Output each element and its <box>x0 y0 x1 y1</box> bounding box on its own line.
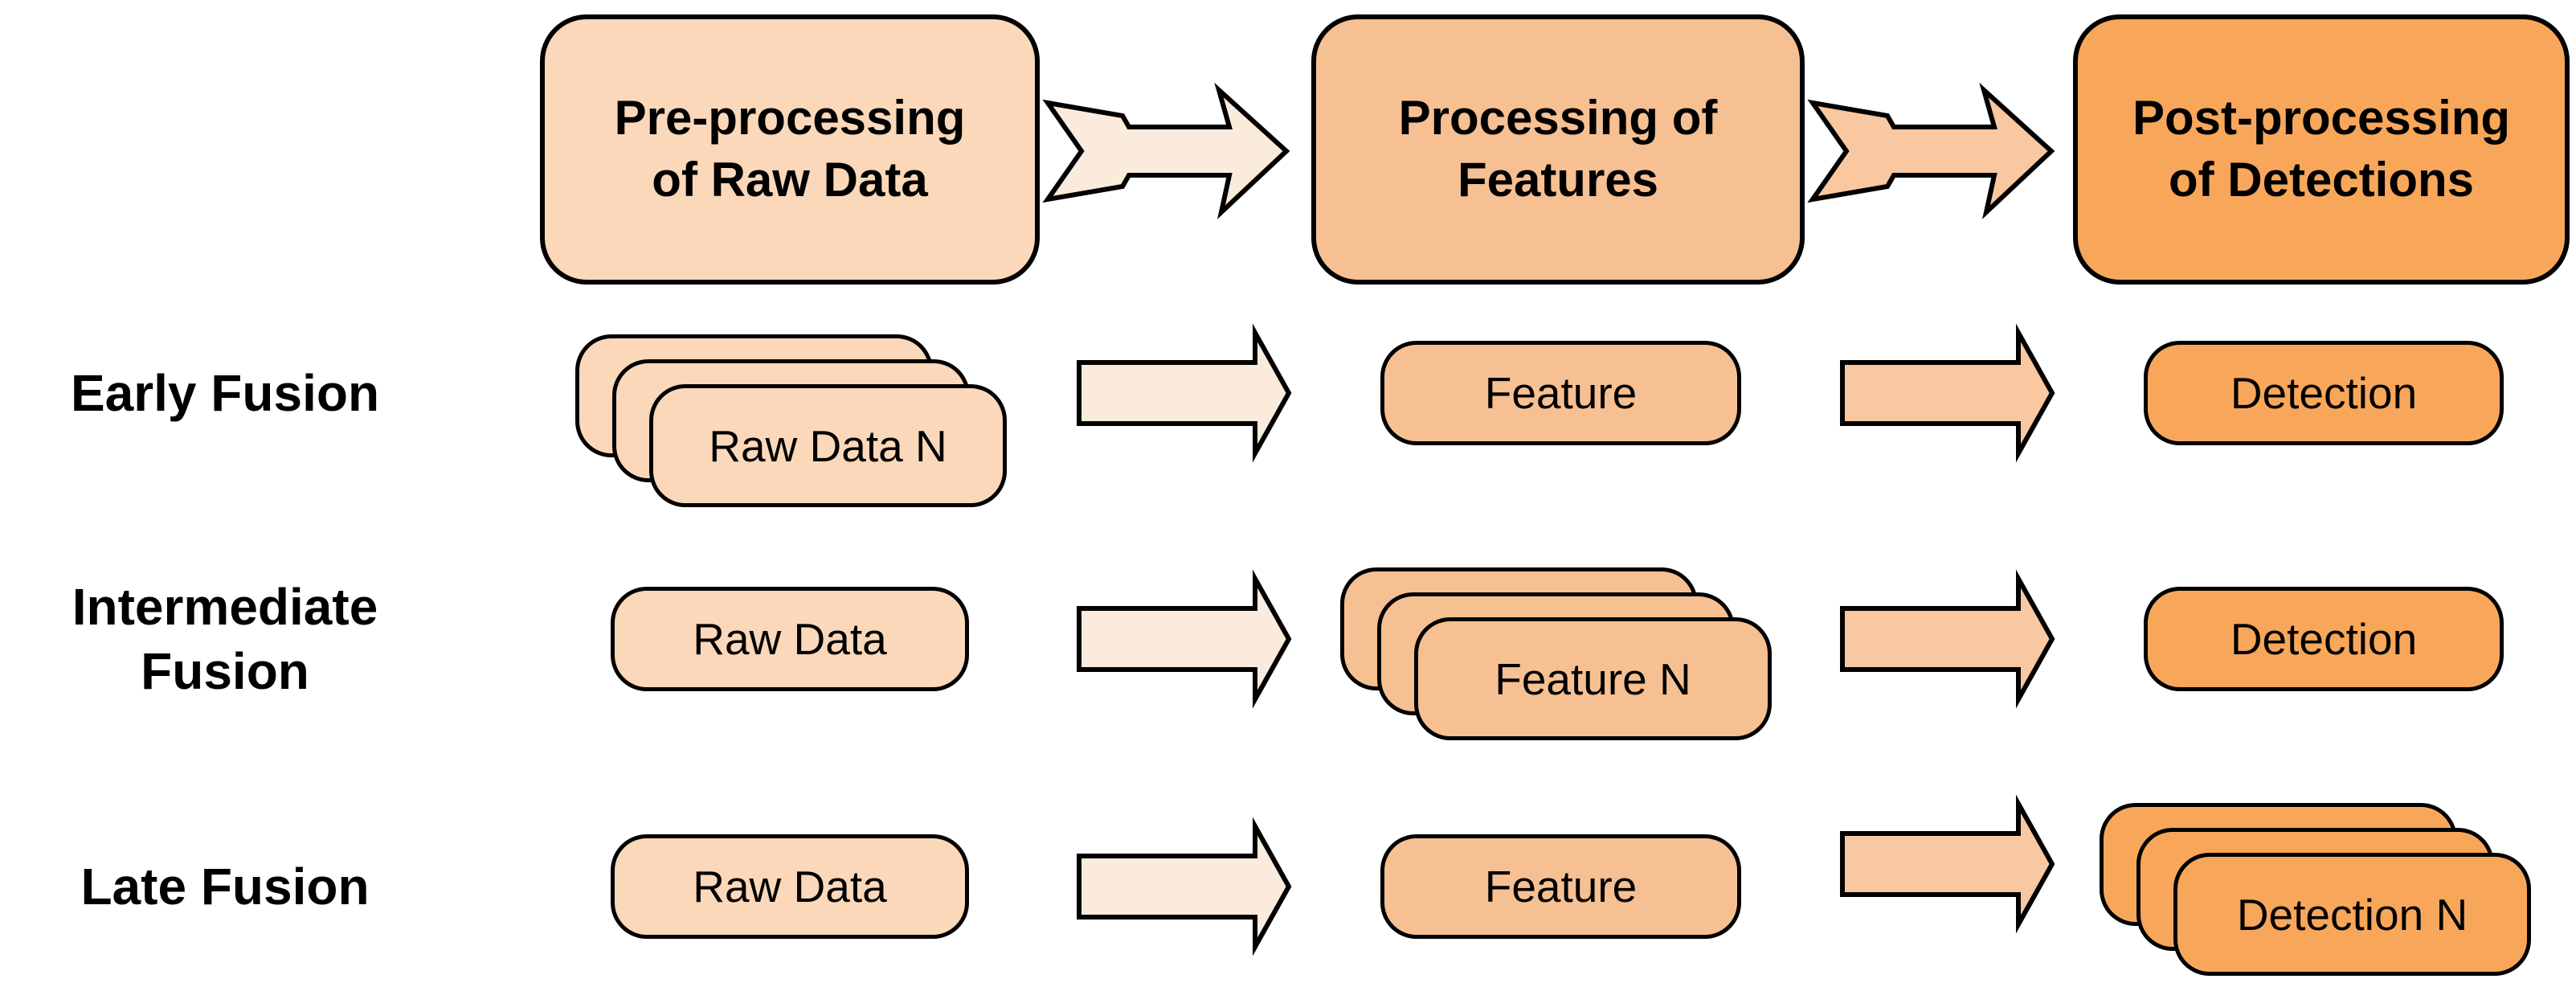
row-label-intermediate-fusion: Intermediate Fusion <box>72 578 378 700</box>
stage-box-post-processing: Post-processing of Detections <box>2073 14 2570 285</box>
box-label: Raw Data N <box>709 420 947 471</box>
flow-arrow-icon <box>1840 569 2055 709</box>
box-label: Raw Data <box>693 614 887 664</box>
stage-box-feature-processing: Processing of Features <box>1311 14 1805 285</box>
box-label: Feature <box>1484 862 1638 911</box>
detection-n-stack: Detection N <box>2100 803 2531 977</box>
raw-data-box: Raw Data <box>611 834 969 939</box>
box-label: Detection <box>2230 614 2418 664</box>
stack-front-layer: Raw Data N <box>649 384 1007 507</box>
box-label: Raw Data <box>693 862 887 911</box>
flow-arrow-icon <box>1077 569 1292 709</box>
stage-box-pre-processing: Pre-processing of Raw Data <box>540 14 1040 285</box>
box-label: Detection <box>2230 368 2418 418</box>
detection-box: Detection <box>2144 587 2504 691</box>
stack-front-layer: Feature N <box>1414 617 1772 740</box>
raw-data-box: Raw Data <box>611 587 969 691</box>
stage-label: Pre-processing of Raw Data <box>614 91 966 207</box>
row-label-late-fusion: Late Fusion <box>80 858 370 915</box>
stage-chevron-arrow-icon <box>1807 82 2055 219</box>
flow-arrow-icon <box>1840 794 2055 934</box>
stage-chevron-arrow-icon <box>1042 82 1290 219</box>
box-label: Feature N <box>1494 653 1691 704</box>
flow-arrow-icon <box>1840 323 2055 463</box>
flow-arrow-icon <box>1077 323 1292 463</box>
feature-n-stack: Feature N <box>1340 567 1772 742</box>
detection-box: Detection <box>2144 341 2504 445</box>
stack-front-layer: Detection N <box>2173 853 2531 976</box>
row-label-early-fusion: Early Fusion <box>70 364 380 422</box>
stage-label: Processing of Features <box>1398 91 1718 207</box>
box-label: Detection N <box>2236 889 2468 940</box>
feature-box: Feature <box>1380 834 1741 939</box>
feature-box: Feature <box>1380 341 1741 445</box>
stage-label: Post-processing of Detections <box>2132 91 2511 207</box>
raw-data-stack: Raw Data N <box>575 334 1007 509</box>
flow-arrow-icon <box>1077 817 1292 956</box>
box-label: Feature <box>1484 368 1638 418</box>
